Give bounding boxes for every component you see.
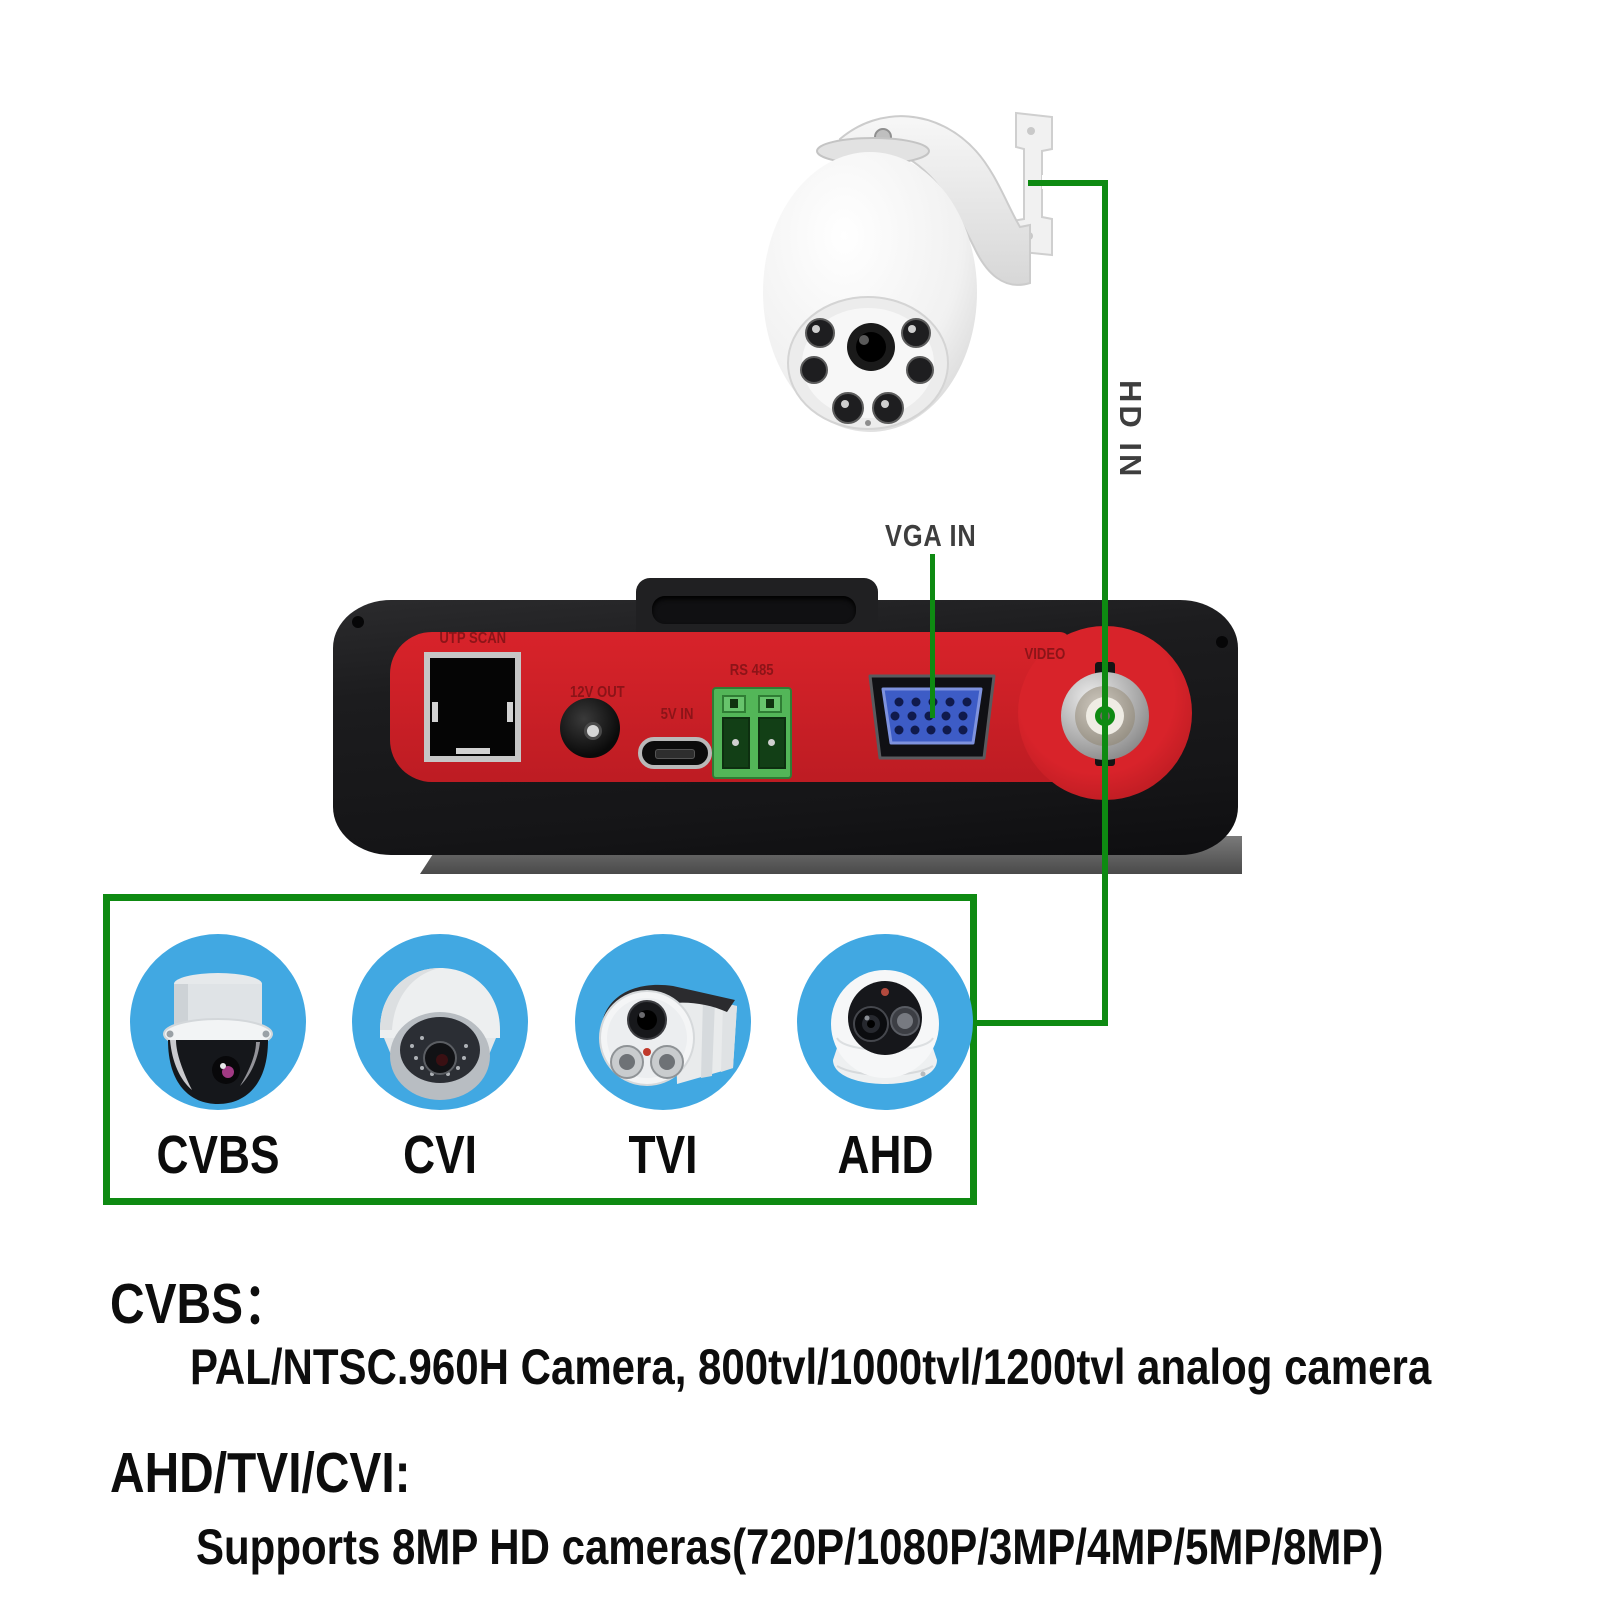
5v-in-label: 5V IN	[660, 706, 694, 723]
camera-face	[787, 296, 949, 430]
ahd-camera-icon	[797, 934, 973, 1110]
dc-jack-pin	[584, 722, 602, 740]
tvi-camera-icon	[575, 934, 751, 1110]
12v-out-label: 12V OUT	[570, 684, 625, 701]
vga-in-line	[930, 554, 935, 718]
ir-leds	[800, 318, 934, 424]
cvbs-heading: CVBS：	[110, 1272, 291, 1336]
ahd-tvi-cvi-heading: AHD/TVI/CVI:	[110, 1441, 411, 1505]
video-label: VIDEO	[1024, 646, 1066, 663]
ahd-tvi-cvi-description: Supports 8MP HD cameras(720P/1080P/3MP/4…	[196, 1519, 1384, 1575]
camera-type-label-cvi: CVI	[403, 1125, 477, 1185]
vga-pin-holes	[890, 697, 972, 735]
body-notch-right	[1216, 636, 1228, 648]
cvbs-camera-icon	[130, 934, 306, 1110]
cvbs-description: PAL/NTSC.960H Camera, 800tvl/1000tvl/120…	[190, 1339, 1432, 1395]
ptz-camera-illustration	[763, 111, 1054, 432]
vga-in-label: VGA IN	[885, 518, 977, 553]
micro-usb-port	[638, 737, 712, 769]
camera-type-label-tvi: TVI	[628, 1125, 698, 1185]
camera-type-label-ahd: AHD	[837, 1125, 933, 1185]
body-notch-left	[352, 616, 364, 628]
hd-in-line-bottom	[975, 1020, 1108, 1026]
device-top-handle-slot	[652, 596, 856, 624]
camera-type-label-cvbs: CVBS	[156, 1125, 280, 1185]
hd-in-line-top	[1028, 180, 1108, 186]
cvi-camera-icon	[352, 934, 528, 1110]
bnc-connection-dot	[1095, 706, 1115, 726]
utp-scan-label: UTP SCAN	[439, 630, 507, 647]
hd-in-label: HD IN	[1113, 380, 1148, 480]
rs485-label: RS 485	[730, 662, 774, 679]
rj45-port	[424, 652, 521, 762]
rs485-terminal	[712, 687, 792, 779]
hd-in-line-vertical	[1102, 180, 1108, 1026]
